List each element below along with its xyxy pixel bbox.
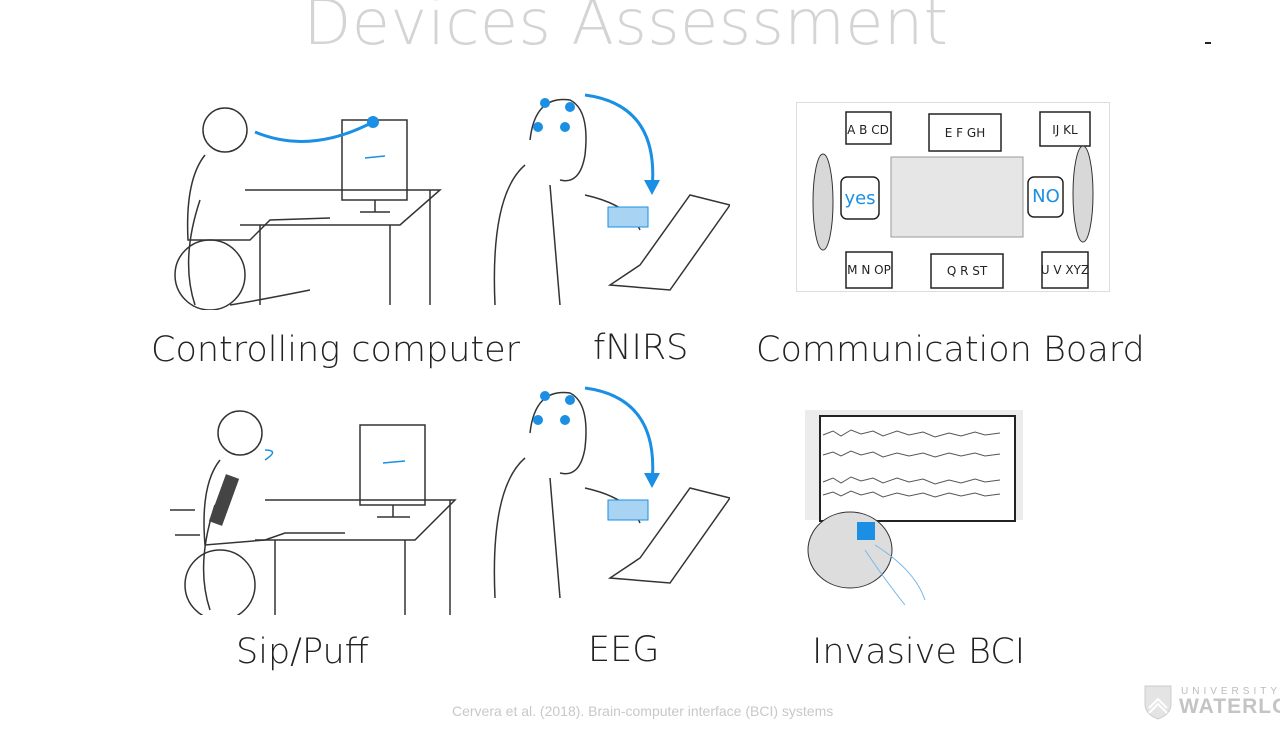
board-tile: IJ KL bbox=[1052, 123, 1078, 137]
caption-controlling-computer: Controlling computer bbox=[151, 330, 521, 370]
logo-line1: UNIVERSITY OF bbox=[1181, 686, 1280, 697]
crest-icon bbox=[1144, 685, 1172, 720]
board-tile: E F GH bbox=[945, 126, 985, 140]
slide-title: Devices Assessment bbox=[303, 0, 949, 59]
invasive-bci-illustration bbox=[805, 410, 1023, 605]
slide-mark bbox=[1205, 42, 1211, 44]
controlling-computer-illustration bbox=[174, 107, 442, 310]
eeg-illustration bbox=[493, 386, 730, 598]
sip-puff-illustration bbox=[170, 410, 457, 615]
fnirs-illustration bbox=[493, 93, 730, 305]
board-tile: M N OP bbox=[847, 263, 891, 277]
caption-invasive-bci: Invasive BCI bbox=[812, 632, 1026, 672]
citation: Cervera et al. (2018). Brain-computer in… bbox=[452, 703, 834, 719]
university-logo: UNIVERSITY OF WATERLOO bbox=[1143, 684, 1280, 725]
board-tile: Q R ST bbox=[947, 264, 988, 278]
board-tile: U V XYZ bbox=[1041, 263, 1089, 277]
caption-sip-puff: Sip/Puff bbox=[236, 632, 369, 672]
board-no: NO bbox=[1032, 186, 1060, 207]
caption-eeg: EEG bbox=[588, 630, 660, 670]
caption-communication-board: Communication Board bbox=[756, 330, 1145, 370]
logo-line2: WATERLOO bbox=[1179, 695, 1280, 718]
board-tile: A B CD bbox=[847, 123, 889, 137]
caption-fnirs: fNIRS bbox=[593, 328, 689, 368]
board-yes: yes bbox=[844, 188, 875, 209]
communication-board-illustration: yes NO A B CD E F GH IJ KL M N OP Q R ST… bbox=[796, 102, 1110, 292]
